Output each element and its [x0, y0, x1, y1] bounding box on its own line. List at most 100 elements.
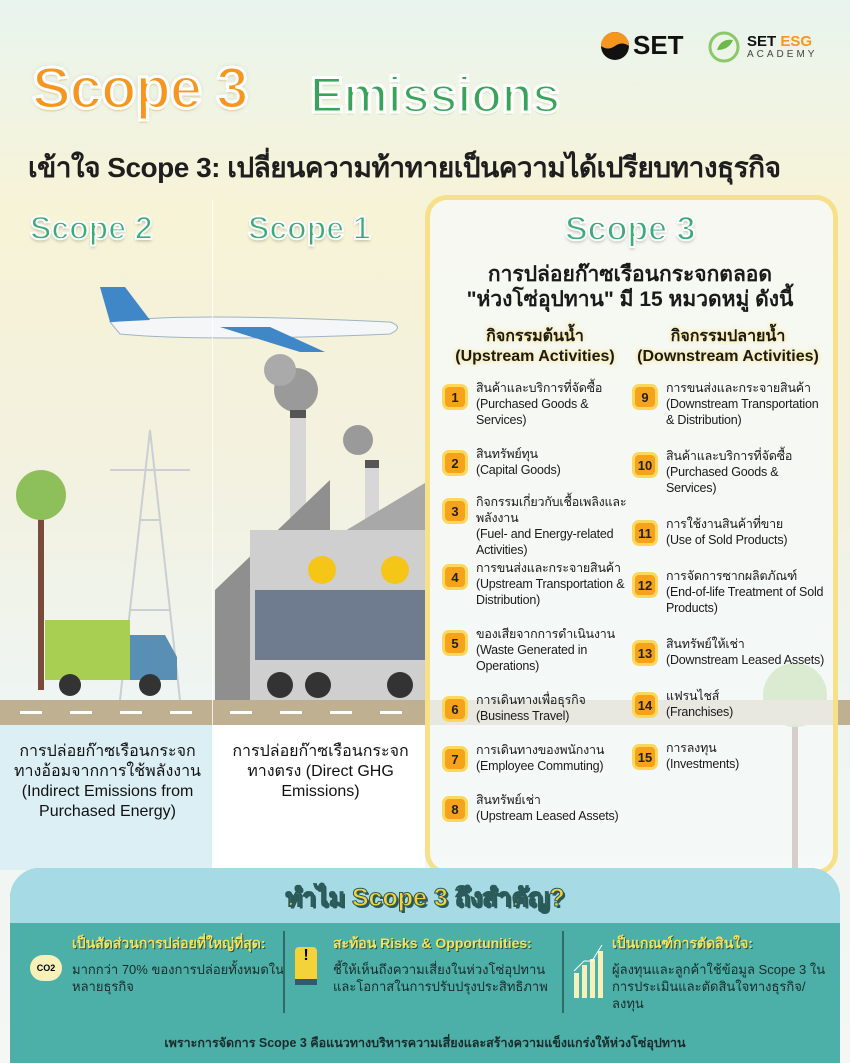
scope3-intro-line1: การปล่อยก๊าซเรือนกระจกตลอด — [487, 263, 773, 286]
category-text: ของเสียจากการดำเนินงาน(Waste Generated i… — [476, 626, 632, 674]
scope2-label: Scope 2 — [29, 209, 154, 247]
category-text: สินทรัพย์ให้เช่า(Downstream Leased Asset… — [666, 636, 828, 668]
column-divider — [212, 200, 213, 870]
why-card-heading: เป็นสัดส่วนการปล่อยที่ใหญ่ที่สุด: — [72, 935, 266, 951]
set-esg-academy-logo: SET ESG ACADEMY — [707, 30, 817, 64]
why-card-heading: เป็นเกณฑ์การตัดสินใจ: — [612, 935, 753, 951]
set-logo: SET — [600, 30, 684, 61]
category-text: สินค้าและบริการที่จัดซื้อ(Purchased Good… — [666, 448, 828, 496]
category-number-badge: 7 — [442, 746, 468, 772]
category-text: การเดินทางของพนักงาน(Employee Commuting) — [476, 742, 632, 774]
category-name-en: (Franchises) — [666, 705, 734, 719]
category-name-en: (Upstream Leased Assets) — [476, 809, 619, 823]
category-number-badge: 13 — [632, 640, 658, 666]
title-scope3: Scope 3 — [30, 55, 249, 123]
page-subtitle: เข้าใจ Scope 3: เปลี่ยนความท้าทายเป็นควา… — [28, 152, 781, 183]
logo-esg-word: ESG — [780, 33, 813, 50]
category-number-badge: 5 — [442, 630, 468, 656]
category-name-th: การใช้งานสินค้าที่ขาย — [666, 517, 784, 531]
category-number-badge: 2 — [442, 450, 468, 476]
category-name-en: (Purchased Goods & Services) — [666, 465, 779, 495]
category-text: การจัดการซากผลิตภัณฑ์ (End-of-life Treatm… — [666, 568, 828, 616]
category-name-th: การจัดการซากผลิตภัณฑ์ — [666, 569, 798, 583]
factory-icon — [215, 354, 430, 700]
scope1-label: Scope 1 — [247, 209, 372, 247]
category-item: 12 การจัดการซากผลิตภัณฑ์ (End-of-life Trea… — [632, 568, 828, 616]
downstream-heading: กิจกรรมปลายน้ำ (Downstream Activities) — [628, 327, 828, 367]
category-number-badge: 14 — [632, 692, 658, 718]
category-name-en: (Business Travel) — [476, 709, 570, 723]
category-number-badge: 8 — [442, 796, 468, 822]
truck-icon — [45, 620, 177, 696]
downstream-title-th: กิจกรรมปลายน้ำ — [670, 328, 786, 345]
power-pylon-icon — [110, 429, 190, 701]
category-number-badge: 12 — [632, 572, 658, 598]
why-card-text: ชี้ให้เห็นถึงความเสี่ยงในห่วงโซ่อุปทานแล… — [333, 962, 548, 994]
why-card-text: มากกว่า 70% ของการปล่อยทั้งหมดในหลายธุรก… — [72, 962, 285, 994]
category-name-en: (Employee Commuting) — [476, 759, 604, 773]
scope1-caption: การปล่อยก๊าซเรือนกระจกทางตรง (Direct GHG… — [232, 743, 409, 800]
scope3-panel — [425, 195, 838, 875]
category-item: 5 ของเสียจากการดำเนินงาน(Waste Generated … — [442, 626, 632, 674]
scope2-caption-bg — [0, 725, 212, 870]
scope1-caption-bg — [213, 725, 425, 870]
why-footer: เพราะการจัดการ Scope 3 คือแนวทางบริหารคว… — [164, 1036, 686, 1050]
upstream-title-th: กิจกรรมต้นน้ำ — [486, 328, 584, 345]
category-name-th: การขนส่งและกระจายสินค้า — [666, 381, 811, 395]
category-name-th: สินทรัพย์เช่า — [476, 793, 541, 807]
category-name-en: (Purchased Goods & Services) — [476, 397, 589, 427]
category-number-badge: 3 — [442, 498, 468, 524]
category-name-th: สินทรัพย์ทุน — [476, 447, 538, 461]
card-separator — [562, 931, 564, 1013]
why-card-text: ผู้ลงทุนและลูกค้าใช้ข้อมูล Scope 3 ในการ… — [612, 962, 826, 1011]
category-item: 14 แฟรนไชส์ (Franchises) — [632, 688, 828, 720]
category-text: สินทรัพย์ทุน(Capital Goods) — [476, 446, 632, 478]
tree-icon — [16, 470, 66, 690]
airplane-icon — [100, 287, 398, 352]
category-name-th: กิจกรรมเกี่ยวกับเชื้อเพลิงและพลังงาน — [476, 495, 627, 525]
category-text: การเดินทางเพื่อธุรกิจ (Business Travel) — [476, 692, 632, 724]
scope3-intro-line2: "ห่วงโซ่อุปทาน" มี 15 หมวดหมู่ ดังนี้ — [466, 288, 794, 311]
why-card-decision: เป็นเกณฑ์การตัดสินใจ: ผู้ลงทุนและลูกค้าใ… — [572, 933, 837, 1013]
category-item: 6 การเดินทางเพื่อธุรกิจ (Business Travel) — [442, 692, 632, 724]
logo-set-word: SET — [747, 33, 777, 50]
category-number-badge: 4 — [442, 564, 468, 590]
category-name-en: (Investments) — [666, 757, 740, 771]
category-name-en: (End-of-life Treatment of Sold Products) — [666, 585, 824, 615]
category-number-badge: 9 — [632, 384, 658, 410]
title-emissions: Emissions — [308, 66, 561, 125]
category-name-th: การขนส่งและกระจายสินค้า — [476, 561, 621, 575]
category-item: 2 สินทรัพย์ทุน(Capital Goods) — [442, 446, 632, 478]
category-text: การใช้งานสินค้าที่ขาย(Use of Sold Produc… — [666, 516, 828, 548]
upstream-heading: กิจกรรมต้นน้ำ (Upstream Activities) — [440, 327, 630, 367]
set-logo-icon — [601, 31, 629, 60]
category-name-th: การลงทุน — [666, 741, 717, 755]
category-text: การขนส่งและกระจายสินค้า(Upstream Transpo… — [476, 560, 632, 608]
category-name-th: สินทรัพย์ให้เช่า — [666, 637, 745, 651]
category-item: 4 การขนส่งและกระจายสินค้า(Upstream Transp… — [442, 560, 632, 608]
category-name-th: การเดินทางเพื่อธุรกิจ — [476, 693, 586, 707]
category-name-en: (Waste Generated in Operations) — [476, 643, 588, 673]
scope3-label: Scope 3 — [564, 209, 696, 249]
card-separator — [283, 931, 285, 1013]
category-text: สินทรัพย์เช่า (Upstream Leased Assets) — [476, 792, 632, 824]
category-item: 13 สินทรัพย์ให้เช่า(Downstream Leased Ass… — [632, 636, 828, 668]
downstream-title-en: (Downstream Activities) — [637, 348, 819, 365]
why-card-largest-share: CO2 เป็นสัดส่วนการปล่อยที่ใหญ่ที่สุด: มา… — [30, 933, 285, 1013]
category-number-badge: 6 — [442, 696, 468, 722]
category-name-en: (Downstream Transportation & Distributio… — [666, 397, 819, 427]
why-card-risks: ! สะท้อน Risks & Opportunities: ชี้ให้เห… — [295, 933, 560, 1013]
category-text: การขนส่งและกระจายสินค้า (Downstream Trans… — [666, 380, 828, 428]
category-text: กิจกรรมเกี่ยวกับเชื้อเพลิงและพลังงาน(Fue… — [476, 494, 632, 558]
set-logo-text: SET — [633, 30, 684, 60]
scope2-caption: การปล่อยก๊าซเรือนกระจกทางอ้อมจากการใช้พล… — [14, 743, 201, 820]
category-name-th: สินค้าและบริการที่จัดซื้อ — [476, 381, 603, 395]
category-text: แฟรนไชส์ (Franchises) — [666, 688, 828, 720]
category-name-th: แฟรนไชส์ — [666, 689, 720, 703]
why-scope3-section: ทำไม Scope 3 ถึงสำคัญ? CO2 เป็นสัดส่วนกา… — [10, 868, 840, 1063]
logo-academy-word: ACADEMY — [747, 49, 818, 60]
